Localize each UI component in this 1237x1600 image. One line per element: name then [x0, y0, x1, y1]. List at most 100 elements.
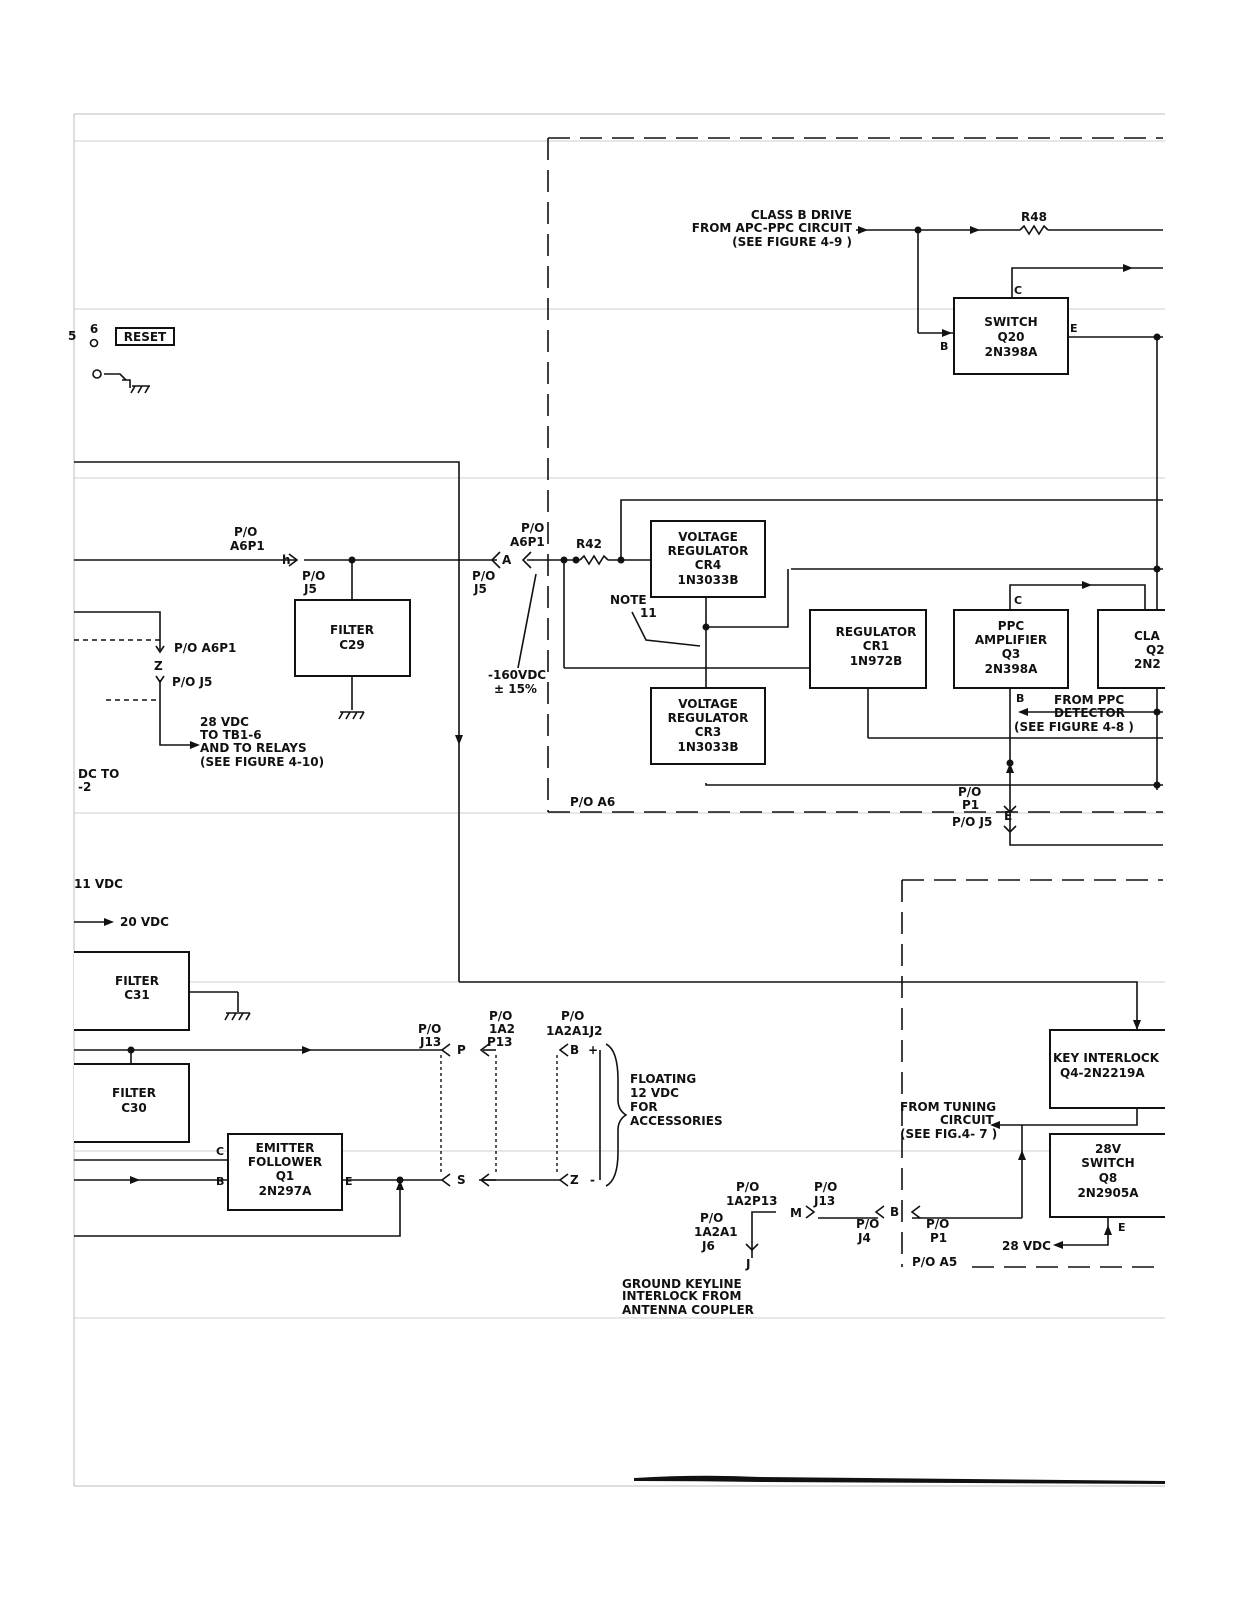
svg-text:Q4-2N2219A: Q4-2N2219A — [1060, 1066, 1145, 1080]
svg-text:VOLTAGE: VOLTAGE — [678, 530, 738, 544]
svg-text:FILTER: FILTER — [115, 974, 159, 988]
svg-text:28 VDC: 28 VDC — [200, 715, 249, 729]
filter-c29-box: FILTER C29 — [294, 599, 411, 677]
svg-text:J5: J5 — [303, 582, 317, 596]
svg-text:J13: J13 — [419, 1035, 441, 1049]
svg-text:1N3033B: 1N3033B — [678, 573, 739, 587]
svg-text:CLA: CLA — [1134, 629, 1160, 643]
svg-text:2N297A: 2N297A — [259, 1184, 312, 1198]
svg-text:A: A — [502, 553, 512, 567]
switch-q20-c-pin: C — [1014, 284, 1022, 297]
svg-text:P/O J5: P/O J5 — [952, 815, 992, 829]
svg-text:P/O: P/O — [302, 569, 325, 583]
reset-left-digit: 5 — [68, 329, 76, 343]
svg-text:B: B — [890, 1205, 899, 1219]
svg-text:FOR: FOR — [630, 1100, 658, 1114]
svg-text:FILTER: FILTER — [112, 1086, 156, 1100]
svg-text:REGULATOR: REGULATOR — [668, 544, 749, 558]
svg-text:P/O: P/O — [489, 1009, 512, 1023]
svg-text:FROM TUNING: FROM TUNING — [900, 1100, 996, 1114]
svg-text:(SEE FIGURE 4-8 ): (SEE FIGURE 4-8 ) — [1014, 720, 1134, 734]
svg-text:FILTER: FILTER — [330, 623, 374, 637]
svg-text:CR4: CR4 — [695, 558, 721, 572]
svg-text:P/O A6P1: P/O A6P1 — [174, 641, 236, 655]
emitter-follower-q1-box: EMITTER FOLLOWER Q1 2N297A — [227, 1133, 343, 1211]
svg-text:(SEE FIGURE 4-9 ): (SEE FIGURE 4-9 ) — [732, 235, 852, 249]
svg-text:REGULATOR: REGULATOR — [668, 711, 749, 725]
svg-text:TO TB1-6: TO TB1-6 — [200, 728, 262, 742]
svg-text:SWITCH: SWITCH — [1081, 1156, 1134, 1170]
svg-text:± 15%: ± 15% — [494, 682, 537, 696]
svg-text:11: 11 — [640, 606, 657, 620]
svg-text:INTERLOCK FROM: INTERLOCK FROM — [622, 1289, 741, 1303]
svg-text:EMITTER: EMITTER — [256, 1141, 315, 1155]
key-interlock-q4-box: KEY INTERLOCK Q4-2N2219A — [1049, 1029, 1165, 1109]
ppc-amp-c-pin: C — [1014, 594, 1022, 607]
svg-text:P/O: P/O — [521, 521, 544, 535]
svg-text:REGULATOR: REGULATOR — [836, 625, 917, 639]
emitter-c-pin: C — [216, 1145, 224, 1158]
svg-text:Q8: Q8 — [1099, 1171, 1118, 1185]
ground-symbol — [92, 369, 365, 1021]
svg-text:+: + — [588, 1043, 598, 1057]
wiring — [74, 224, 1163, 1258]
svg-text:P: P — [457, 1043, 466, 1057]
svg-text:2N398A: 2N398A — [985, 662, 1038, 676]
svg-text:20 VDC: 20 VDC — [120, 915, 169, 929]
voltage-regulator-cr3-box: VOLTAGE REGULATOR CR3 1N3033B — [650, 687, 766, 765]
svg-text:P/O: P/O — [926, 1217, 949, 1231]
svg-text:1N972B: 1N972B — [850, 654, 903, 668]
svg-text:-160VDC: -160VDC — [488, 668, 546, 682]
svg-text:28 VDC: 28 VDC — [1002, 1239, 1051, 1253]
regulator-cr1-box: REGULATOR CR1 1N972B — [809, 609, 927, 689]
svg-text:M: M — [790, 1206, 802, 1220]
svg-text:2N2905A: 2N2905A — [1077, 1186, 1139, 1200]
reset-digit: 6 — [90, 322, 98, 336]
r48-label: R48 — [1021, 210, 1047, 224]
svg-text:J13: J13 — [813, 1194, 835, 1208]
reset-button[interactable]: RESET — [115, 327, 175, 346]
svg-text:-2: -2 — [78, 780, 91, 794]
page-frame — [73, 113, 1165, 1487]
ppc-amp-b-pin: B — [1016, 692, 1024, 705]
svg-text:-: - — [590, 1173, 595, 1187]
svg-text:CIRCUIT: CIRCUIT — [940, 1113, 995, 1127]
reset-label: RESET — [124, 330, 167, 344]
svg-text:J4: J4 — [857, 1231, 871, 1245]
svg-text:2N2: 2N2 — [1134, 657, 1161, 671]
svg-text:P/O: P/O — [561, 1009, 584, 1023]
svg-text:J6: J6 — [701, 1239, 715, 1253]
svg-text:P/O: P/O — [234, 525, 257, 539]
switch-q20-title: SWITCH — [984, 315, 1037, 329]
junction-dots — [127, 226, 1161, 1184]
ppc-amplifier-q3-box: PPC AMPLIFIER Q3 2N398A — [953, 609, 1069, 689]
switch-q8-box: 28V SWITCH Q8 2N2905A — [1049, 1133, 1165, 1218]
svg-text:S: S — [457, 1173, 466, 1187]
r42-label: R42 — [576, 537, 602, 551]
svg-text:1N3033B: 1N3033B — [678, 740, 739, 754]
annotations: -160VDC ± 15% NOTE 11 28 VDC TO TB1-6 AN… — [74, 593, 1134, 1317]
svg-text:FLOATING: FLOATING — [630, 1072, 696, 1086]
svg-text:B: B — [570, 1043, 579, 1057]
svg-text:1A2P13: 1A2P13 — [726, 1194, 777, 1208]
switch-q20-ref: Q20 — [998, 330, 1025, 344]
svg-text:Z: Z — [570, 1173, 579, 1187]
svg-text:C30: C30 — [121, 1101, 147, 1115]
svg-text:Q2: Q2 — [1146, 643, 1165, 657]
reset-terminal — [89, 338, 99, 348]
svg-text:Q3: Q3 — [1002, 647, 1021, 661]
emitter-e-pin: E — [345, 1175, 353, 1188]
svg-text:NOTE: NOTE — [610, 593, 647, 607]
svg-text:J5: J5 — [473, 582, 487, 596]
svg-text:P/O: P/O — [472, 569, 495, 583]
filter-c31-box: FILTER C31 — [74, 951, 190, 1031]
svg-text:P/O A5: P/O A5 — [912, 1255, 957, 1269]
svg-text:P1: P1 — [930, 1231, 947, 1245]
svg-text:P1: P1 — [962, 798, 979, 812]
svg-text:FROM APC-PPC CIRCUIT: FROM APC-PPC CIRCUIT — [692, 221, 853, 235]
connector-chevrons — [155, 551, 1017, 1252]
switch-q20-part: 2N398A — [985, 345, 1038, 359]
svg-text:A6P1: A6P1 — [230, 539, 265, 553]
svg-text:P/O A6: P/O A6 — [570, 795, 615, 809]
